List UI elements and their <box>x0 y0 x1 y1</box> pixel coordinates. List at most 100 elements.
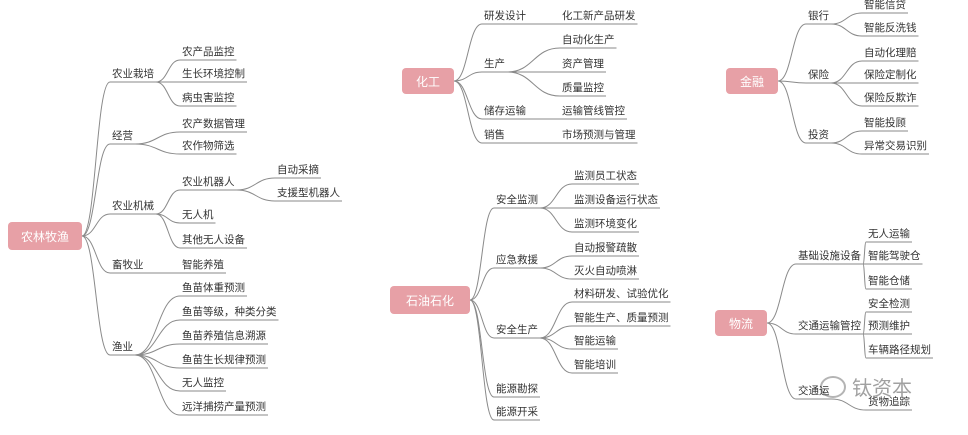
branch-connector <box>81 235 111 274</box>
watermark: 钛资本 <box>820 372 912 401</box>
branch-node: 基础设施设备 <box>798 250 861 262</box>
leaf-node: 运输管线管控 <box>562 105 625 117</box>
leaf-node: 鱼苗等级，种类分类 <box>182 306 277 318</box>
branch-connector <box>81 213 111 237</box>
child-connector <box>830 60 863 84</box>
branch-connector <box>766 322 797 335</box>
child-connector <box>134 319 181 356</box>
branch-node: 交通运输管控 <box>798 320 861 332</box>
leaf-node: 鱼苗体重预测 <box>182 282 245 294</box>
leaf-node: 智能驾驶仓 <box>868 250 921 262</box>
leaf-node: 智能生产、质量预测 <box>574 312 669 324</box>
leaf-node: 生长环境控制 <box>182 68 245 80</box>
leaf-node: 监测员工状态 <box>574 170 637 182</box>
leaf-node: 智能养殖 <box>182 259 224 271</box>
child-connector <box>506 71 561 97</box>
leaf-node: 材料研发、试验优化 <box>574 288 669 300</box>
leaf-node: 监测设备运行状态 <box>574 194 658 206</box>
branch-connector <box>469 299 495 421</box>
child-connector <box>831 398 867 411</box>
branch-node: 研发设计 <box>484 10 526 22</box>
branch-connector <box>777 80 807 144</box>
branch-node: 销售 <box>484 129 505 141</box>
branch-node: 安全生产 <box>496 324 538 336</box>
root-node: 农林牧渔 <box>8 222 82 250</box>
branch-connector <box>469 267 495 301</box>
child-connector <box>155 189 181 215</box>
leaf-node: 智能投顾 <box>864 117 906 129</box>
child-connector <box>830 142 863 155</box>
branch-node: 投资 <box>808 129 829 141</box>
leaf-node: 智能信贷 <box>864 0 906 11</box>
branch-connector <box>81 143 111 237</box>
leaf-node: 灭火自动喷淋 <box>574 265 637 277</box>
child-connector <box>134 131 181 145</box>
leaf-node: 自动采摘 <box>277 164 319 176</box>
child-connector <box>539 207 573 233</box>
child-connector <box>539 267 573 280</box>
branch-connector <box>453 80 483 144</box>
grandchild-connector <box>236 177 276 191</box>
leaf-node: 支援型机器人 <box>277 187 340 199</box>
child-connector <box>155 213 181 249</box>
branch-node: 应急救援 <box>496 254 538 266</box>
leaf-node: 无人运输 <box>868 228 910 240</box>
leaf-node: 病虫害监控 <box>182 92 235 104</box>
leaf-node: 货物追踪 <box>868 396 910 408</box>
branch-node: 生产 <box>484 58 505 70</box>
branch-connector <box>766 322 797 400</box>
branch-node: 银行 <box>808 10 829 22</box>
child-connector <box>539 301 573 339</box>
branch-node: 储存运输 <box>484 105 526 117</box>
root-node: 化工 <box>402 68 454 94</box>
leaf-node: 智能培训 <box>574 359 616 371</box>
branch-connector <box>81 81 111 237</box>
child-connector <box>134 343 181 356</box>
branch-connector <box>453 71 483 82</box>
child-connector <box>862 263 867 290</box>
leaf-node: 监测环境变化 <box>574 218 637 230</box>
leaf-node: 保险反欺诈 <box>864 92 917 104</box>
branch-node: 能源勘探 <box>496 383 538 395</box>
branch-connector <box>469 207 495 301</box>
child-connector <box>155 81 181 107</box>
child-connector <box>862 241 867 265</box>
child-connector <box>155 59 181 83</box>
leaf-node: 农业机器人 <box>182 176 235 188</box>
leaf-node: 化工新产品研发 <box>562 10 636 22</box>
branch-connector <box>469 299 495 339</box>
leaf-node: 智能运输 <box>574 335 616 347</box>
root-node: 金融 <box>726 68 778 94</box>
branch-node: 农业栽培 <box>112 68 154 80</box>
leaf-node: 智能仓储 <box>868 275 910 287</box>
leaf-node: 质量监控 <box>562 82 604 94</box>
leaf-node: 其他无人设备 <box>182 234 245 246</box>
branch-connector <box>777 23 807 82</box>
leaf-node: 保险定制化 <box>864 69 917 81</box>
root-node: 石油石化 <box>390 286 470 314</box>
child-connector <box>134 354 181 416</box>
child-connector <box>862 311 867 335</box>
root-node: 物流 <box>715 310 767 336</box>
leaf-node: 资产管理 <box>562 58 604 70</box>
leaf-node: 无人机 <box>182 209 214 221</box>
child-connector <box>506 47 561 73</box>
child-connector <box>830 12 863 25</box>
child-connector <box>539 183 573 209</box>
branch-node: 交通运 <box>798 385 830 397</box>
leaf-node: 预测维护 <box>868 320 910 332</box>
branch-node: 安全监测 <box>496 194 538 206</box>
branch-node: 畜牧业 <box>112 259 144 271</box>
branch-connector <box>453 23 483 82</box>
leaf-node: 鱼苗养殖信息溯源 <box>182 330 266 342</box>
child-connector <box>830 23 863 37</box>
branch-connector <box>81 235 111 356</box>
leaf-node: 异常交易识别 <box>864 140 927 152</box>
child-connector <box>830 82 863 107</box>
leaf-node: 智能反洗钱 <box>864 22 917 34</box>
leaf-node: 农产品监控 <box>182 46 235 58</box>
leaf-node: 安全检测 <box>868 298 910 310</box>
branch-node: 农业机械 <box>112 200 154 212</box>
